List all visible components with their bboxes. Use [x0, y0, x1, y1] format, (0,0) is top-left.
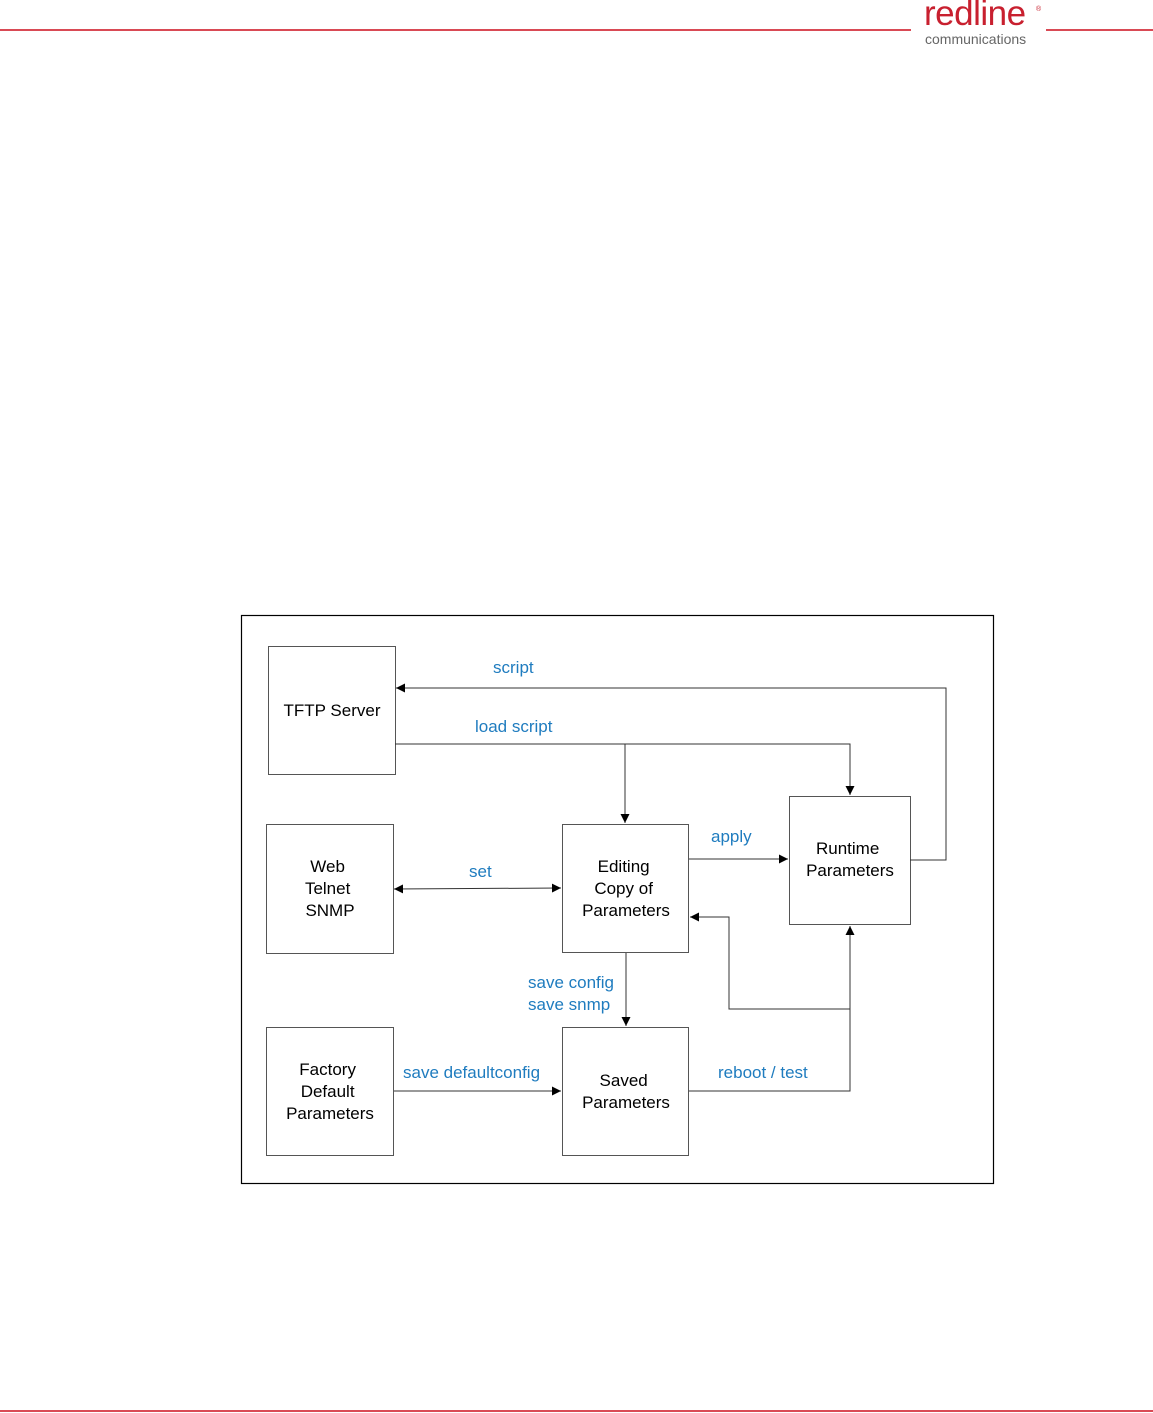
edge-script: script	[396, 658, 946, 860]
node-factory-line-3: Parameters	[286, 1104, 374, 1123]
node-runtime-line-1: Runtime	[816, 839, 879, 858]
edge-load-script-label: load script	[475, 717, 553, 736]
node-editing: Editing Copy of Parameters	[563, 825, 689, 953]
node-factory-text: Factory Default Parameters	[286, 1060, 374, 1123]
node-tftp-text: TFTP Server	[284, 701, 381, 720]
edge-set-label: set	[469, 862, 492, 881]
node-runtime-text: Runtime Parameters	[806, 839, 894, 880]
edge-load-script: load script	[395, 717, 850, 823]
node-web: Web Telnet SNMP	[267, 825, 394, 954]
edge-save-config: save config save snmp	[528, 953, 626, 1026]
node-saved-line-1: Saved	[600, 1071, 648, 1090]
edge-reboot-test: reboot / test	[689, 917, 850, 1091]
node-runtime: Runtime Parameters	[790, 797, 911, 925]
edge-save-defaultconfig: save defaultconfig	[394, 1063, 561, 1091]
node-web-line-1: Web	[310, 857, 345, 876]
node-runtime-line-2: Parameters	[806, 861, 894, 880]
node-editing-text: Editing Copy of Parameters	[582, 857, 670, 920]
node-editing-line-2: Copy of	[594, 879, 653, 898]
node-factory-line-2: Default	[301, 1082, 355, 1101]
node-web-line-3: SNMP	[305, 901, 354, 920]
node-web-text: Web Telnet SNMP	[305, 857, 355, 920]
edge-save-defaultconfig-label: save defaultconfig	[403, 1063, 540, 1082]
node-saved-line-2: Parameters	[582, 1093, 670, 1112]
node-saved: Saved Parameters	[563, 1028, 689, 1156]
node-editing-line-3: Parameters	[582, 901, 670, 920]
node-editing-line-1: Editing	[598, 857, 650, 876]
node-tftp-line-1: TFTP Server	[284, 701, 381, 720]
edge-apply-label: apply	[711, 827, 752, 846]
node-web-line-2: Telnet	[305, 879, 351, 898]
node-saved-text: Saved Parameters	[582, 1071, 670, 1112]
node-factory-line-1: Factory	[299, 1060, 356, 1079]
node-factory: Factory Default Parameters	[267, 1028, 394, 1156]
edge-apply: apply	[689, 827, 788, 859]
edge-save-config-label: save config save snmp	[528, 973, 619, 1014]
edge-reboot-test-label: reboot / test	[718, 1063, 808, 1082]
edge-set: set	[394, 862, 561, 889]
edge-script-label: script	[493, 658, 534, 677]
node-tftp: TFTP Server	[269, 647, 396, 775]
